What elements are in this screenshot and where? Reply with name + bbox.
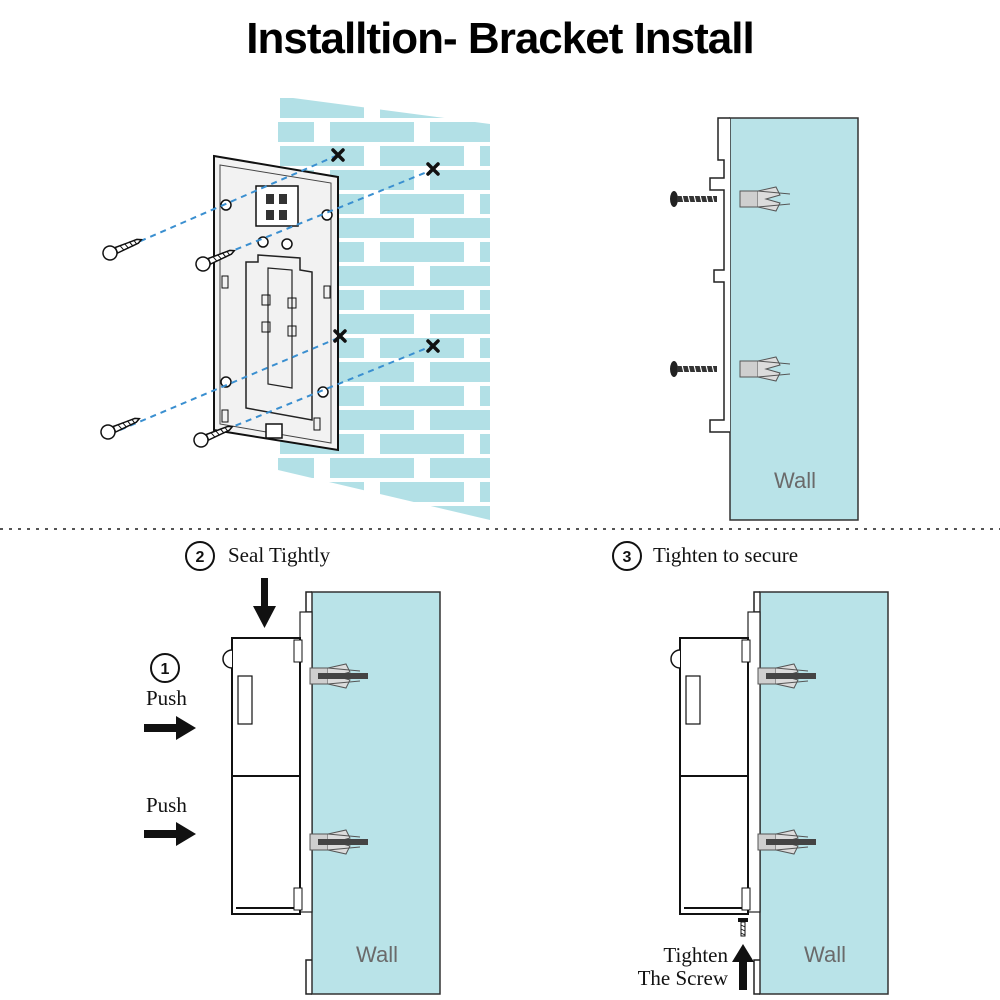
- wall-label: Wall: [774, 468, 816, 493]
- step-2-heading: 2 Seal Tightly: [185, 541, 331, 571]
- step-1-heading: 1 Push Push: [146, 653, 187, 817]
- bottom-screw-icon: [738, 918, 748, 937]
- step-3-label: Tighten to secure: [653, 543, 798, 567]
- mounting-guide-lines: [119, 154, 433, 439]
- push-label-top: Push: [146, 686, 187, 710]
- tighten-label-line-1: Tighten: [663, 943, 728, 967]
- step-1-number: 1: [161, 661, 170, 678]
- down-arrow-icon: [253, 578, 276, 628]
- wall-label: Wall: [356, 942, 398, 967]
- drill-point-marks: [331, 148, 440, 353]
- step-2-number: 2: [196, 549, 205, 566]
- doorbell-device: [670, 637, 751, 915]
- push-arrow-icon: [144, 716, 196, 740]
- wall-cross-section: Wall: [747, 591, 889, 995]
- step-3-number: 3: [623, 549, 632, 566]
- step-2-label: Seal Tightly: [228, 543, 331, 567]
- tighten-label-line-2: The Screw: [638, 966, 729, 990]
- up-arrow-icon: [732, 944, 754, 990]
- step-2-number-badge: [185, 541, 215, 571]
- wall-cross-section: Wall: [669, 117, 859, 521]
- push-label-bottom: Push: [146, 793, 187, 817]
- step-3-heading: 3 Tighten to secure: [612, 541, 798, 571]
- step-1-number-badge: [150, 653, 180, 683]
- wall-cross-section: Wall: [299, 591, 441, 995]
- push-arrow-icon: [144, 822, 196, 846]
- doorbell-device: [222, 637, 303, 915]
- wall-label: Wall: [804, 942, 846, 967]
- tighten-screw-caption: Tighten The Screw: [638, 943, 729, 990]
- page-title: Installtion- Bracket Install: [246, 14, 754, 63]
- step-3-number-badge: [612, 541, 642, 571]
